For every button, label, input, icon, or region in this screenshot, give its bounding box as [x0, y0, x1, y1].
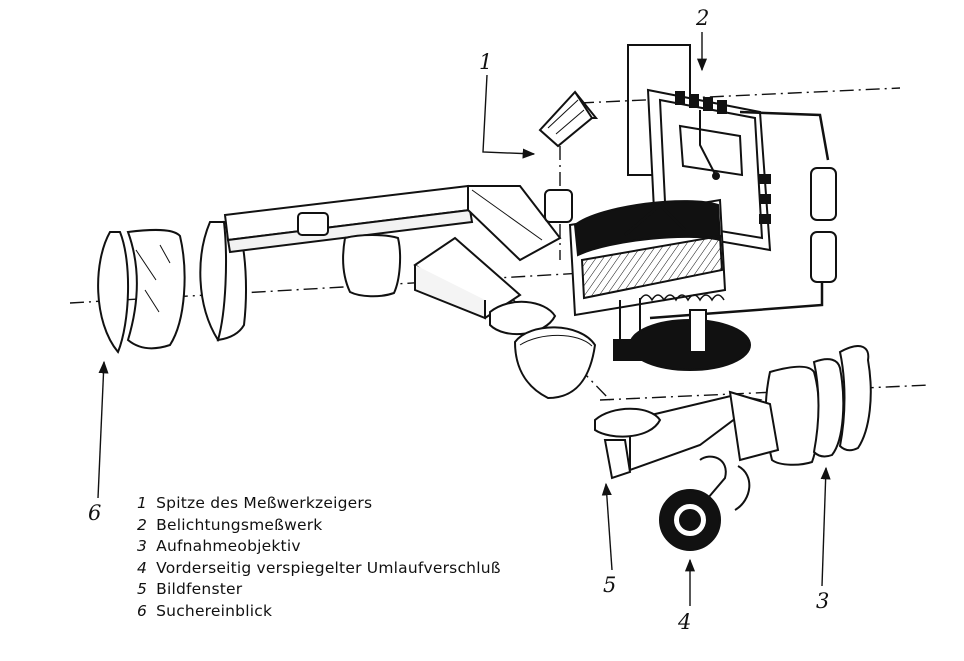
- legend-item: 1 Spitze des Meßwerkzeigers: [137, 493, 501, 515]
- leader-6: [97, 360, 109, 499]
- legend-item: 3 Aufnahmeobjektiv: [137, 536, 501, 558]
- center-prism: [413, 236, 597, 400]
- callout-4: 4: [678, 610, 692, 634]
- legend-number: 1: [137, 494, 148, 512]
- legend-text: Suchereinblick: [156, 601, 273, 620]
- legend-item: 5 Bildfenster: [137, 579, 501, 601]
- legend-number: 5: [137, 580, 148, 598]
- mirror-shutter: [594, 390, 780, 551]
- leader-3: [820, 466, 831, 587]
- viewfinder-prism-bar: [223, 184, 562, 298]
- leader-1: [482, 74, 536, 159]
- legend-item: 6 Suchereinblick: [137, 601, 501, 623]
- drive-unit: [568, 198, 751, 371]
- callout-2: 2: [696, 6, 710, 30]
- pointer-prism: [538, 90, 599, 223]
- optical-axes: [69, 87, 931, 401]
- legend-text: Spitze des Meßwerkzeigers: [156, 494, 373, 512]
- viewfinder-eyepiece: [97, 220, 247, 354]
- legend-item: 2 Belichtungsmeßwerk: [137, 515, 501, 537]
- legend-number: 4: [137, 558, 148, 577]
- legend-text: Aufnahmeobjektiv: [156, 537, 301, 555]
- legend-text: Bildfenster: [156, 580, 243, 598]
- callout-leaders: [97, 32, 831, 606]
- callout-3: 3: [816, 589, 830, 613]
- legend-text: Vorderseitig verspiegelter Umlaufverschl…: [156, 558, 501, 577]
- callout-5: 5: [603, 573, 617, 597]
- callout-6: 6: [88, 501, 102, 525]
- leader-5: [601, 482, 613, 571]
- legend-item: 4 Vorderseitig verspiegelter Umlaufversc…: [137, 558, 501, 580]
- legend-text: Belichtungsmeßwerk: [156, 515, 323, 534]
- legend-number: 2: [137, 515, 148, 534]
- legend: 1 Spitze des Meßwerkzeigers 2 Belichtung…: [137, 493, 501, 622]
- taking-lens: [764, 345, 872, 466]
- legend-number: 6: [137, 601, 148, 620]
- callout-1: 1: [479, 50, 493, 74]
- legend-number: 3: [137, 537, 148, 555]
